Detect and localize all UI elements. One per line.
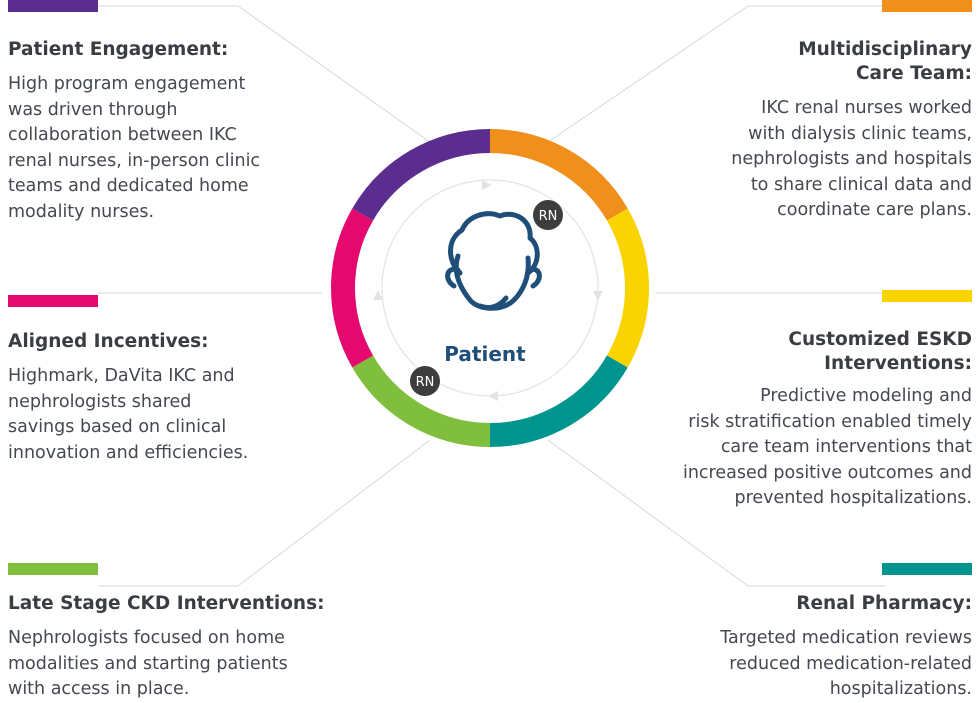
block-multidisciplinary-care-team: Multidisciplinary Care Team: IKC renal n…: [672, 0, 972, 224]
cycle-arrow-top: [482, 180, 492, 190]
block-patient-engagement: Patient Engagement: High program engagem…: [8, 0, 298, 225]
color-bar-orange: [882, 0, 972, 12]
block-title: Renal Pharmacy:: [796, 593, 972, 614]
block-customized-eskd: Customized ESKD Interventions: Predictiv…: [632, 290, 972, 512]
block-body: High program engagement was driven throu…: [8, 74, 261, 222]
block-body: Targeted medication reviews reduced medi…: [720, 628, 972, 699]
ring-segment-orange: [489, 129, 628, 221]
ring-segment-yellow: [606, 208, 649, 368]
connector-late-stage-diag: [237, 439, 431, 587]
connector-multidisciplinary-diag: [547, 5, 749, 143]
ring-segment-teal: [489, 355, 628, 447]
rn-badge-top: RN: [533, 200, 563, 230]
care-ring: [331, 129, 649, 447]
cycle-arrow-right: [593, 291, 603, 301]
block-title: Customized ESKD Interventions:: [788, 329, 972, 374]
color-bar-yellow: [882, 290, 972, 302]
cycle-arrow-left: [373, 290, 383, 300]
connector-renal-pharmacy-diag: [547, 439, 749, 587]
block-aligned-incentives: Aligned Incentives: Highmark, DaVita IKC…: [8, 295, 298, 466]
hub-label: Patient: [444, 342, 526, 366]
block-renal-pharmacy: Renal Pharmacy: Targeted medication revi…: [672, 563, 972, 703]
block-body: Predictive modeling and risk stratificat…: [682, 386, 972, 508]
block-late-stage-ckd: Late Stage CKD Interventions: Nephrologi…: [8, 563, 338, 703]
block-title: Multidisciplinary Care Team:: [798, 39, 972, 84]
cycle-arrow-bottom: [488, 391, 498, 401]
block-body: Highmark, DaVita IKC and nephrologists s…: [8, 366, 249, 463]
patient-face-icon: [445, 211, 542, 311]
ring-segment-purple: [352, 129, 491, 221]
block-title: Late Stage CKD Interventions:: [8, 593, 325, 614]
rn-badge-label: RN: [416, 375, 435, 390]
ring-segment-magenta: [331, 208, 374, 368]
color-bar-purple: [8, 0, 98, 12]
color-bar-magenta: [8, 295, 98, 307]
block-title: Patient Engagement:: [8, 39, 229, 60]
block-body: Nephrologists focused on home modalities…: [8, 628, 288, 699]
connector-patient-engagement-diag: [237, 5, 431, 143]
block-body: IKC renal nurses worked with dialysis cl…: [731, 98, 972, 220]
rn-badge-label: RN: [539, 209, 558, 224]
ring-segment-green: [352, 355, 491, 447]
connector-lines: [98, 5, 888, 587]
color-bar-teal: [882, 563, 972, 575]
color-bar-green: [8, 563, 98, 575]
block-title: Aligned Incentives:: [8, 331, 209, 352]
care-ring-hub: Patient RN RN: [331, 129, 649, 447]
rn-badge-bottom: RN: [410, 366, 440, 396]
